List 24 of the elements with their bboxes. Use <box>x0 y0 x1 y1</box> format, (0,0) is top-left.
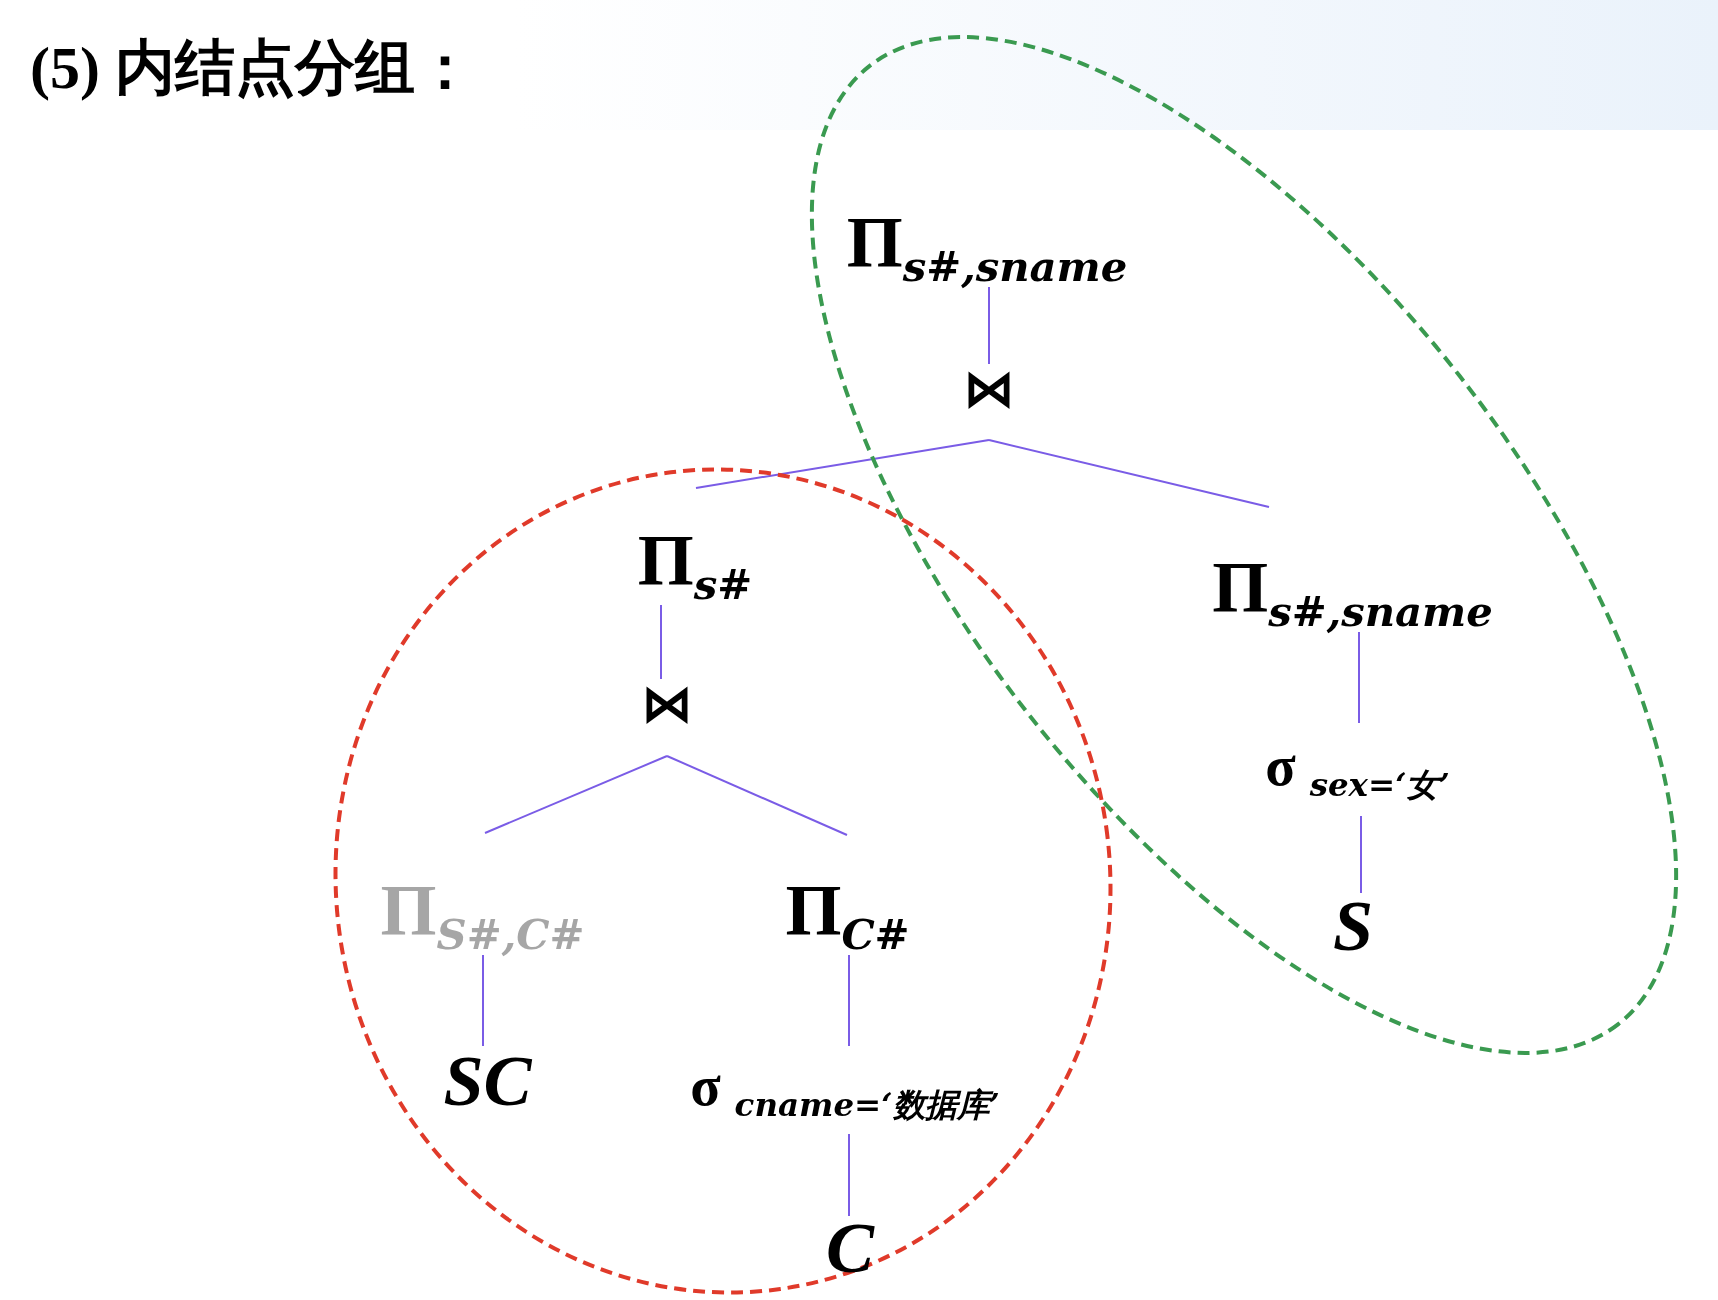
tree-edge <box>988 286 990 365</box>
tree-edge <box>848 954 850 1047</box>
tree-edge <box>1358 631 1360 724</box>
tree-edge <box>988 439 1270 508</box>
tree-edge <box>484 755 668 834</box>
relation-name: SC <box>443 1045 532 1117</box>
tree-edge <box>695 439 990 489</box>
projection-operator: Π$_{s#,sname}$ <box>846 205 1128 287</box>
selection-operator: σ $_{cname=‘数据库’}$ <box>690 1058 1000 1122</box>
tree-edge <box>1360 815 1362 894</box>
projection-operator: Π$_{C#}$ <box>785 873 910 955</box>
tree-edge <box>666 755 848 836</box>
tree-edge <box>482 954 484 1047</box>
projection-operator: Π$_{S#,C#}$ <box>380 873 585 955</box>
join-operator: ⋈ <box>642 679 692 729</box>
tree-edge <box>660 604 662 680</box>
slide-title: (5) 内结点分组： <box>30 34 475 103</box>
relation-name: S <box>1332 889 1373 962</box>
projection-operator: Π$_{s#,sname}$ <box>1212 550 1493 632</box>
projection-operator: Π$_{s#}$ <box>637 523 753 605</box>
join-operator: ⋈ <box>964 364 1014 414</box>
tree-edge <box>848 1133 850 1217</box>
selection-operator: σ $_{sex=‘女’}$ <box>1265 737 1450 802</box>
relation-name: C <box>826 1212 874 1284</box>
